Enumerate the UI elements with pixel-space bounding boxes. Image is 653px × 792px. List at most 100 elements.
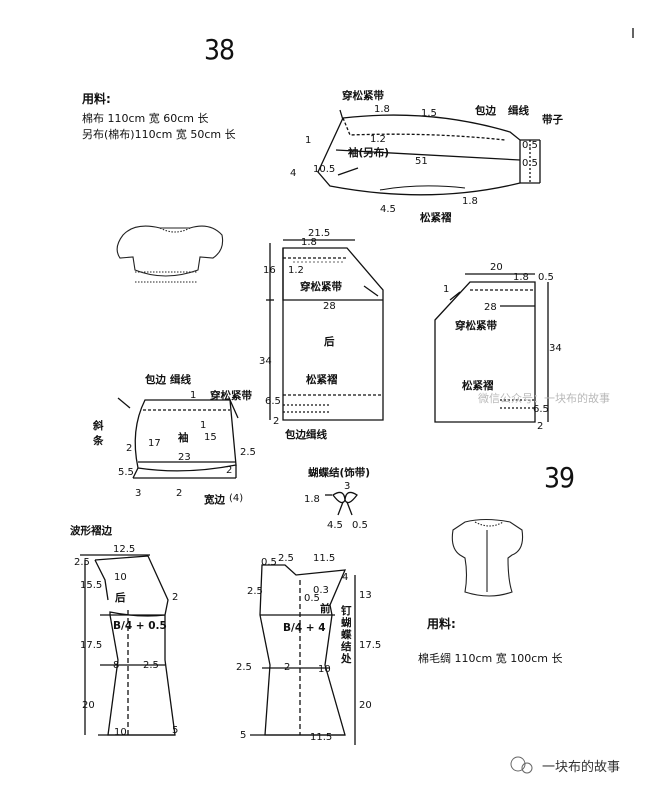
front-elastic-gather-label: 松紧褶 <box>462 380 494 392</box>
p39-back-dim-10: 10 <box>114 572 127 583</box>
back-dim-1-8: 1.8 <box>301 237 317 248</box>
blouse-sketch-39 <box>451 518 524 597</box>
page-number-38: 38 <box>204 33 235 66</box>
front-dim-20: 20 <box>490 262 503 273</box>
materials-line-1: 棉布 110cm 宽 60cm 长 <box>82 112 209 125</box>
p39-materials-line-1: 棉毛绸 110cm 宽 100cm 长 <box>418 652 563 665</box>
bow-dim-3: 3 <box>344 481 351 492</box>
cuff-dim-4: 4 <box>290 168 297 179</box>
back-dim-2: 2 <box>273 416 280 427</box>
back-dim-6-5: 6.5 <box>265 396 281 407</box>
cuff-dim-0-5a: 0.5 <box>522 140 538 151</box>
p39-back-dim-2-5: 2.5 <box>74 557 90 568</box>
p39-front-dim-13: 13 <box>359 590 372 601</box>
p39-front-name: 前 <box>320 603 331 615</box>
back-elastic-gather-label: 松紧褶 <box>306 374 338 386</box>
back-dim-16: 16 <box>263 265 276 276</box>
p39-back-name: 后 <box>115 592 126 604</box>
sleeve-dim-5-5: 5.5 <box>118 467 134 478</box>
p39-back-dim-17-5: 17.5 <box>80 640 103 651</box>
blouse-sketch-38 <box>116 225 224 283</box>
p39-back-dim-20: 20 <box>82 700 95 711</box>
sleeve-dim-1b: 1 <box>200 420 207 431</box>
bow-label: 蝴蝶结(饰带) <box>308 467 371 479</box>
front-elastic-channel-label: 穿松紧带 <box>455 320 497 332</box>
sleeve-topstitch-label: 缉线 <box>170 374 191 386</box>
watermark: 微信公众号：一块布的故事 <box>478 392 610 405</box>
cuff-piece <box>317 109 541 196</box>
p39-back-dim-2: 2 <box>172 592 179 603</box>
bow-dim-1-8: 1.8 <box>304 494 320 505</box>
sleeve-binding-label: 包边 <box>145 374 166 386</box>
p39-front-bust: B/4 + 4 <box>283 622 326 634</box>
cuff-dim-4-5: 4.5 <box>380 204 396 215</box>
sleeve-dim-15: 15 <box>204 432 217 443</box>
p39-back-dim-15-5: 15.5 <box>80 580 103 591</box>
front-dim-0-5: 0.5 <box>538 272 554 283</box>
footer-brand: 一块布的故事 <box>542 760 621 775</box>
footer-logo <box>510 756 533 774</box>
materials-title: 用料: <box>82 92 111 106</box>
p39-back-dim-2-5b: 2.5 <box>143 660 159 671</box>
sleeve-dim-2b: 2 <box>226 465 233 476</box>
sleeve-dim-2a: 2 <box>126 443 133 454</box>
p39-front-dim-4: 4 <box>342 572 349 583</box>
front-dim-1: 1 <box>443 284 450 295</box>
sleeve-hem-label: 宽边 <box>204 494 225 506</box>
p39-back-dim-8: 8 <box>113 660 120 671</box>
sleeve-bias-label: 斜条 <box>93 420 104 447</box>
p39-back-dim-12-5: 12.5 <box>113 544 136 555</box>
sleeve-dim-17: 17 <box>148 438 161 449</box>
p39-front-dim-0-3: 0.3 <box>313 585 329 596</box>
back-panel-drawing <box>266 239 384 421</box>
p39-front-dim-11-5: 11.5 <box>313 553 336 564</box>
front-dim-28: 28 <box>484 302 497 313</box>
cuff-dim-1-8b: 1.8 <box>462 196 478 207</box>
p39-back-dim-5: 5 <box>172 725 179 736</box>
cuff-dim-1-2: 1.2 <box>370 134 386 145</box>
cuff-dim-51: 51 <box>415 156 428 167</box>
p39-front-dim-2-5b: 2.5 <box>247 586 263 597</box>
cuff-elastic-channel-label: 穿松紧带 <box>342 90 384 102</box>
cuff-topstitch-label: 缉线 <box>508 105 529 117</box>
sleeve-dim-23: 23 <box>178 452 191 463</box>
p39-back-bust: B/4 + 0.5 <box>113 620 167 632</box>
front-dim-34: 34 <box>549 343 562 354</box>
cuff-strap-label: 带子 <box>542 114 563 126</box>
bow-dim-4-5: 4.5 <box>327 520 343 531</box>
front-dim-6-5: 6.5 <box>533 404 549 415</box>
p39-front-dim-10: 10 <box>318 664 331 675</box>
p39-front-dim-2-5c: 2.5 <box>236 662 252 673</box>
cuff-dim-10-5: 10.5 <box>313 164 336 175</box>
back-dim-34: 34 <box>259 356 272 367</box>
cuff-dim-0-5b: 0.5 <box>522 158 538 169</box>
p39-front-dim-5: 5 <box>240 730 247 741</box>
sleeve-drawing <box>117 397 239 479</box>
p39-front-dim-0-5: 0.5 <box>261 557 277 568</box>
cuff-binding-label: 包边 <box>475 105 496 117</box>
sleeve-dim-3: 3 <box>135 488 142 499</box>
sleeve-dim-2-5: 2.5 <box>240 447 256 458</box>
p39-front-bow-position: 钉蝴蝶结处 <box>341 605 352 665</box>
front-dim-1-8: 1.8 <box>513 272 529 283</box>
ruffle-label: 波形褶边 <box>70 525 112 537</box>
cuff-dim-1-8: 1.8 <box>374 104 390 115</box>
p39-front-dim-11-5b: 11.5 <box>310 732 333 743</box>
cuff-dim-1-5: 1.5 <box>421 108 437 119</box>
p39-front-dim-2-5: 2.5 <box>278 553 294 564</box>
back-dim-28: 28 <box>323 301 336 312</box>
materials-line-2: 另布(棉布)110cm 宽 50cm 长 <box>82 128 236 141</box>
page-number-39: 39 <box>544 461 575 494</box>
sleeve-dim-2c: 2 <box>176 488 183 499</box>
cuff-dim-1: 1 <box>305 135 312 146</box>
sleeve-dim-4: (4) <box>229 493 244 504</box>
sleeve-dim-1: 1 <box>190 390 197 401</box>
back-dim-21-5: 21.5 <box>308 228 331 239</box>
back-dim-1-2: 1.2 <box>288 265 304 276</box>
cuff-elastic-gather-label: 松紧褶 <box>420 212 452 224</box>
p39-front-dim-17-5: 17.5 <box>359 640 382 651</box>
back-elastic-channel-label: 穿松紧带 <box>300 281 342 293</box>
cuff-piece-name: 袖(另布) <box>348 147 390 159</box>
sleeve-piece-name: 袖 <box>178 432 189 444</box>
